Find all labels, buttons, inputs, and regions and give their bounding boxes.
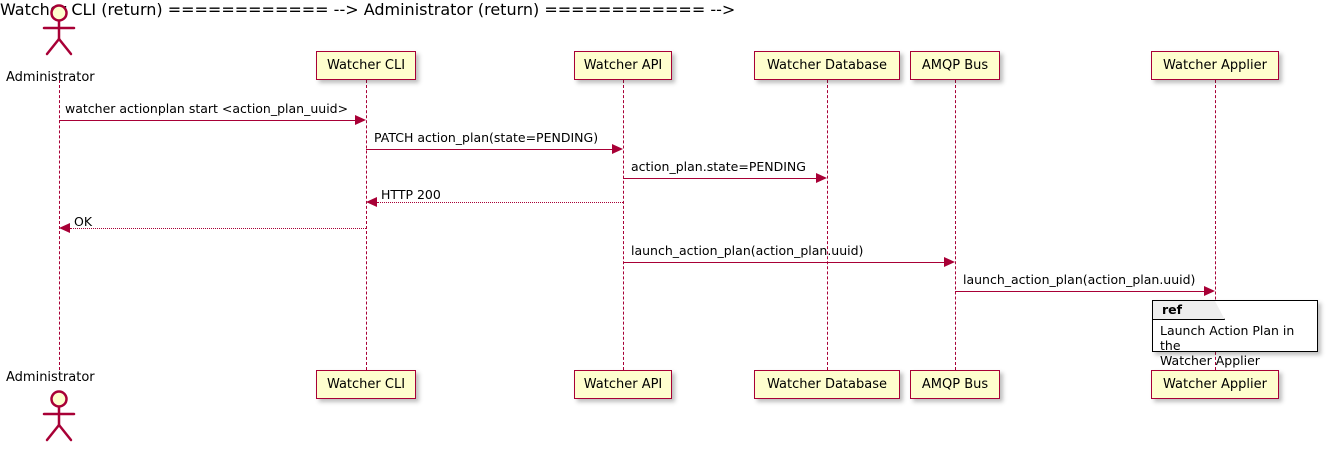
actor-administrator-top [37,4,81,56]
message-arrow-2 [366,149,612,150]
participant-amqp-bus-bottom[interactable]: AMQP Bus [910,370,1000,399]
arrow-head-4 [366,197,377,207]
message-label-6: launch_action_plan(action_plan.uuid) [631,243,864,258]
participant-watcher-database-top[interactable]: Watcher Database [754,51,900,80]
message-arrow-4 [377,202,623,203]
lifeline-amqp-bus [955,80,956,370]
participant-watcher-database-bottom[interactable]: Watcher Database [754,370,900,399]
participant-watcher-api-bottom[interactable]: Watcher API [574,370,672,399]
participant-watcher-api-top[interactable]: Watcher API [574,51,672,80]
lifeline-watcher-api [623,80,624,370]
actor-administrator-bottom [37,390,81,442]
arrow-head-6 [944,257,955,267]
actor-label-administrator-top: Administrator [6,70,95,85]
arrow-head-7 [1204,286,1215,296]
message-arrow-6 [623,262,944,263]
participant-watcher-cli-bottom[interactable]: Watcher CLI [316,370,416,399]
message-label-4: HTTP 200 [381,187,441,202]
arrow-head-1 [355,115,366,125]
message-label-2: PATCH action_plan(state=PENDING) [374,130,599,145]
message-label-3: action_plan.state=PENDING [631,159,806,174]
participant-watcher-applier-top[interactable]: Watcher Applier [1151,51,1279,80]
arrow-head-5 [59,223,70,233]
participant-watcher-cli-top[interactable]: Watcher CLI [316,51,416,80]
arrow-head-2 [612,144,623,154]
lifeline-watcher-cli [366,80,367,370]
arrow-head-3 [816,173,827,183]
lifeline-watcher-applier [1215,80,1216,370]
message-arrow-5 [70,228,366,229]
message-label-5: OK [74,214,93,229]
ref-fragment-text: Launch Action Plan in the Watcher Applie… [1160,323,1295,368]
participant-watcher-applier-bottom[interactable]: Watcher Applier [1151,370,1279,399]
message-label-1: watcher actionplan start <action_plan_uu… [65,101,349,116]
actor-label-administrator-bottom: Administrator [6,370,95,385]
ref-fragment-tab: ref [1153,301,1225,320]
lifeline-watcher-database [827,80,828,370]
ref-fragment: ref Launch Action Plan in the Watcher Ap… [1152,300,1318,368]
message-arrow-3 [623,178,816,179]
message-arrow-7 [955,291,1204,292]
participant-amqp-bus-top[interactable]: AMQP Bus [910,51,1000,80]
message-arrow-1 [59,120,355,121]
message-label-7: launch_action_plan(action_plan.uuid) [963,272,1196,287]
